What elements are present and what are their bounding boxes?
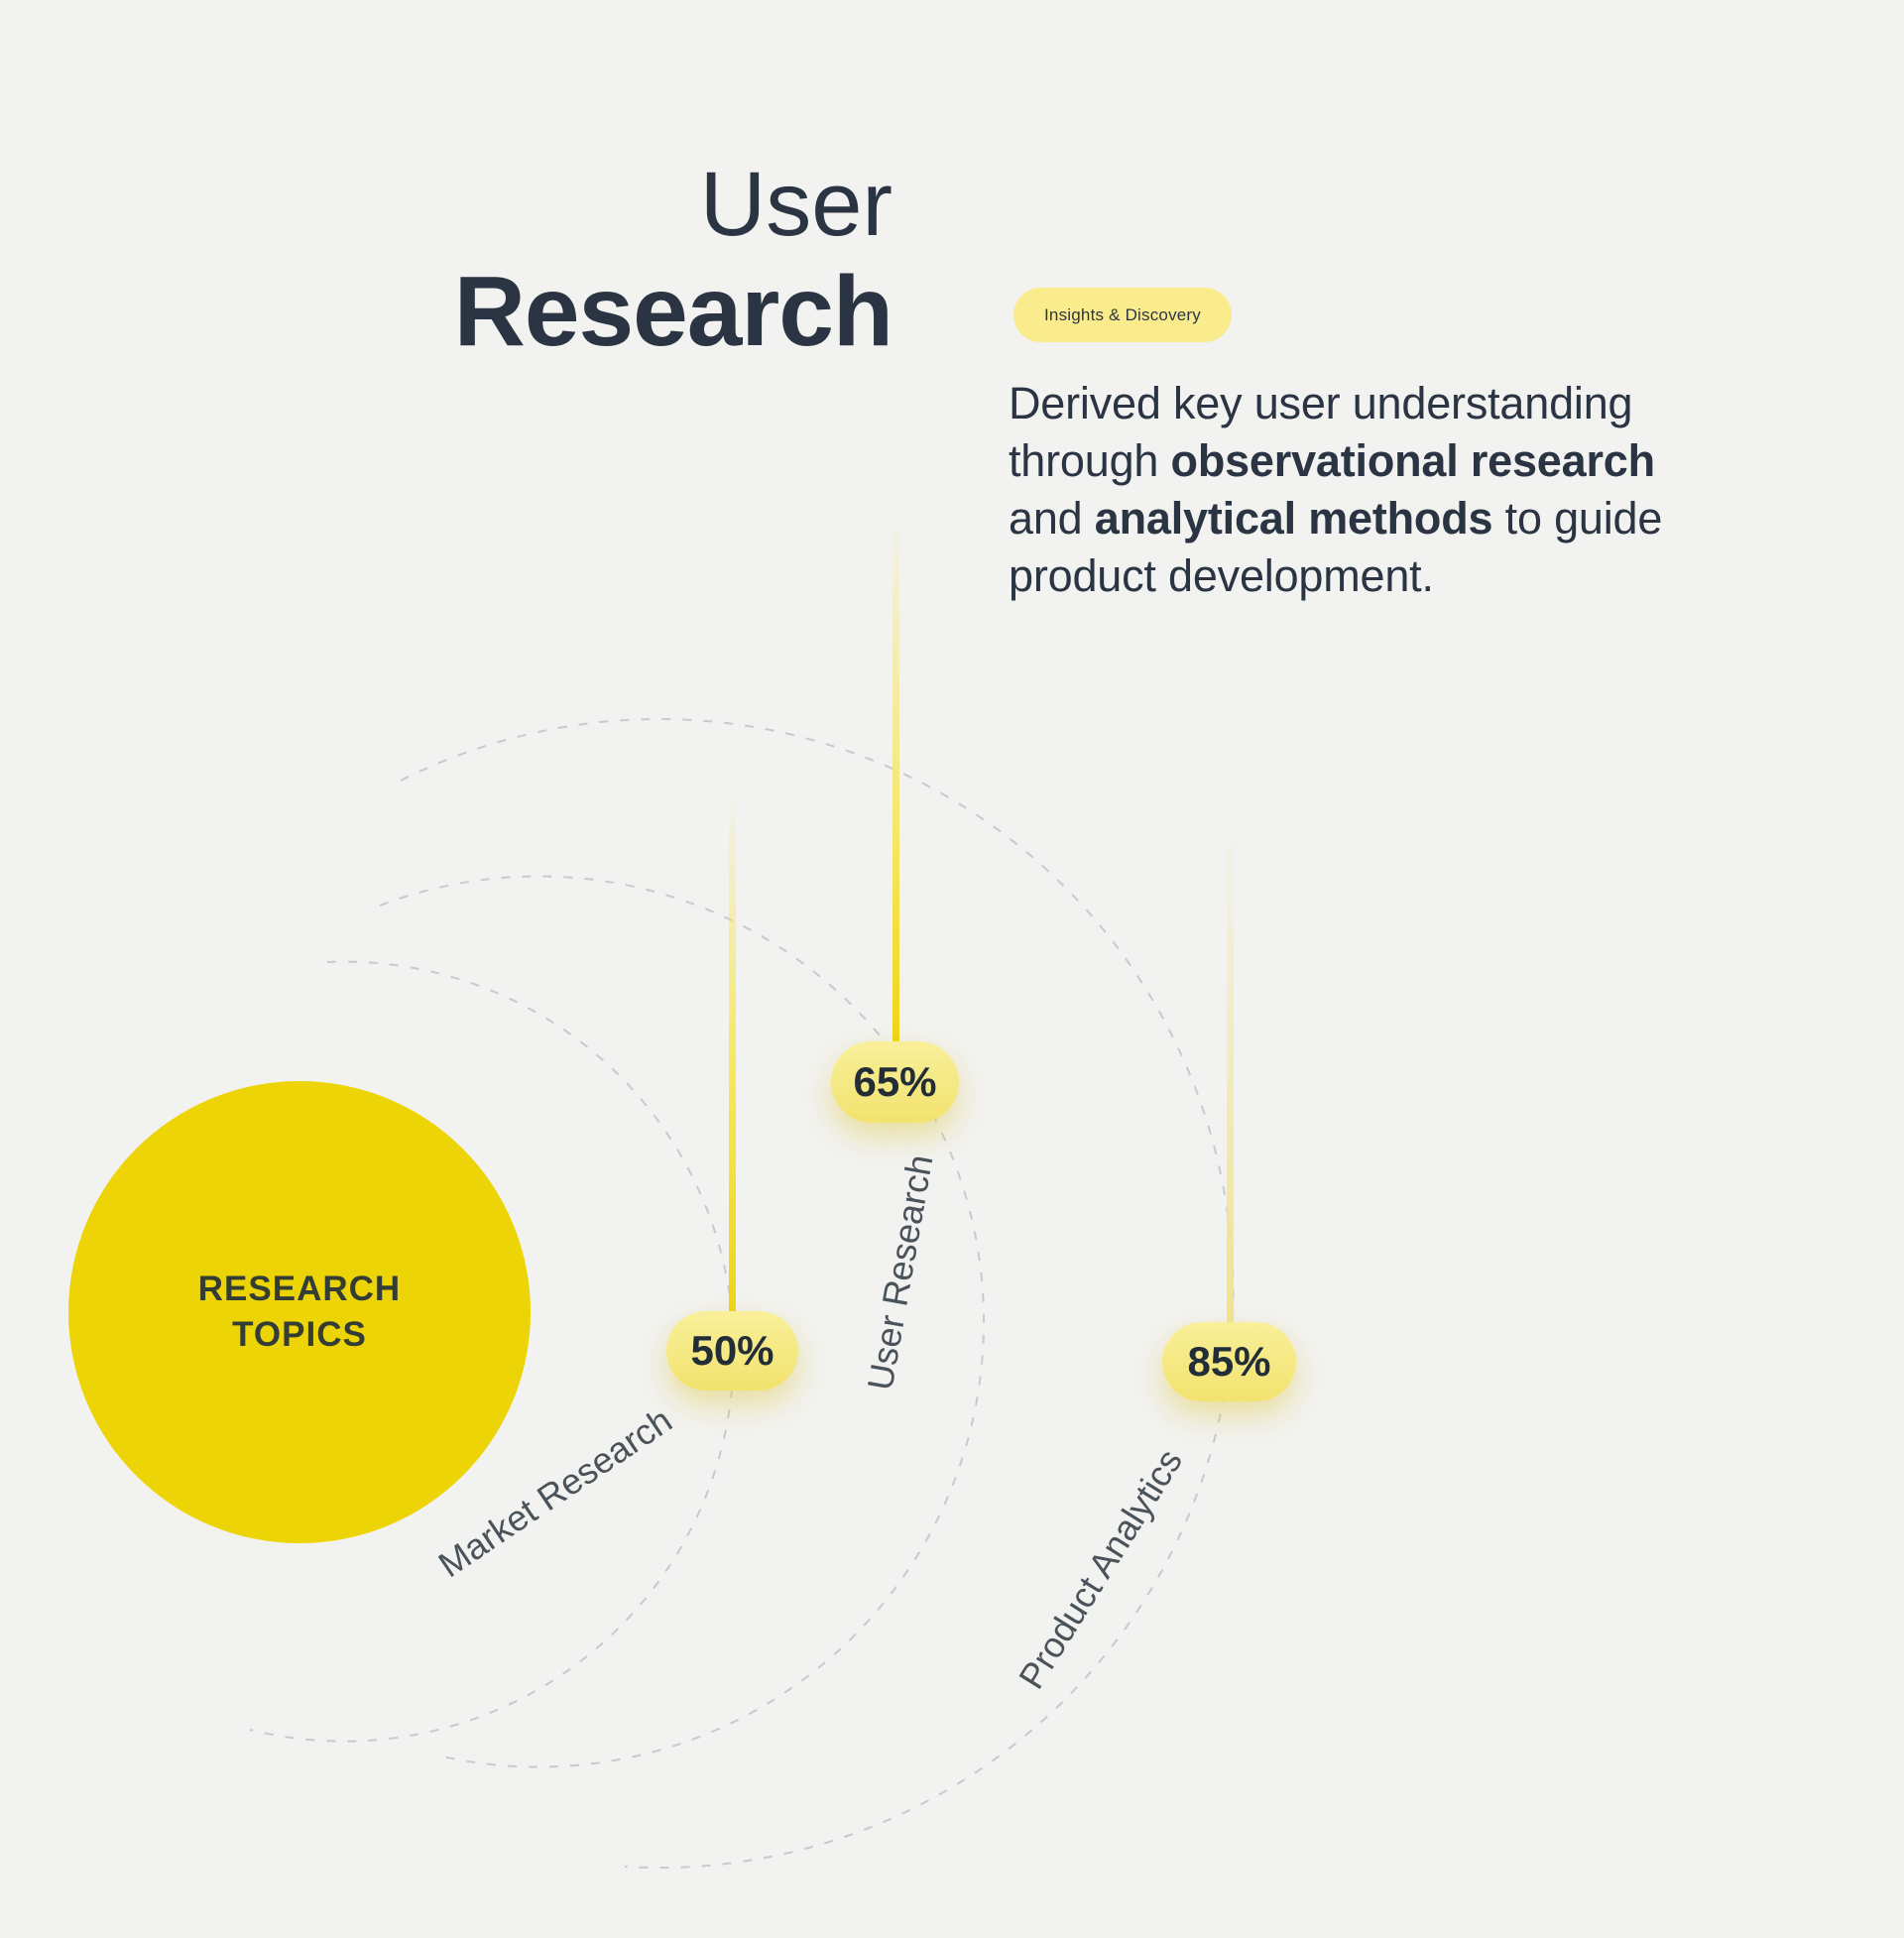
value-pill-product-analytics: 85% xyxy=(1162,1322,1296,1401)
insights-badge-label: Insights & Discovery xyxy=(1044,304,1201,324)
orbit-label-user-research: User Research xyxy=(859,1151,941,1393)
orbit-label-product-analytics: Product Analytics xyxy=(1011,1441,1191,1696)
value-product-analytics: 85% xyxy=(1187,1338,1271,1385)
insights-badge: Insights & Discovery xyxy=(1013,288,1232,342)
drop-line-user-research xyxy=(892,516,899,1047)
title-line-1: User xyxy=(699,154,892,255)
title-line-2: Research xyxy=(453,256,893,367)
hub-label-line-2: TOPICS xyxy=(232,1315,367,1354)
value-pill-user-research: 65% xyxy=(831,1041,959,1123)
drop-line-product-analytics xyxy=(1227,813,1234,1327)
description-text: Derived key user understanding through o… xyxy=(1009,378,1663,601)
hub-circle: RESEARCH TOPICS xyxy=(68,1081,531,1543)
hub-label-line-1: RESEARCH xyxy=(197,1270,402,1308)
value-pill-market-research: 50% xyxy=(666,1311,798,1391)
value-user-research: 65% xyxy=(853,1058,937,1105)
drop-line-market-research xyxy=(729,793,736,1316)
value-market-research: 50% xyxy=(690,1327,774,1374)
page-title: User Research xyxy=(453,154,893,367)
